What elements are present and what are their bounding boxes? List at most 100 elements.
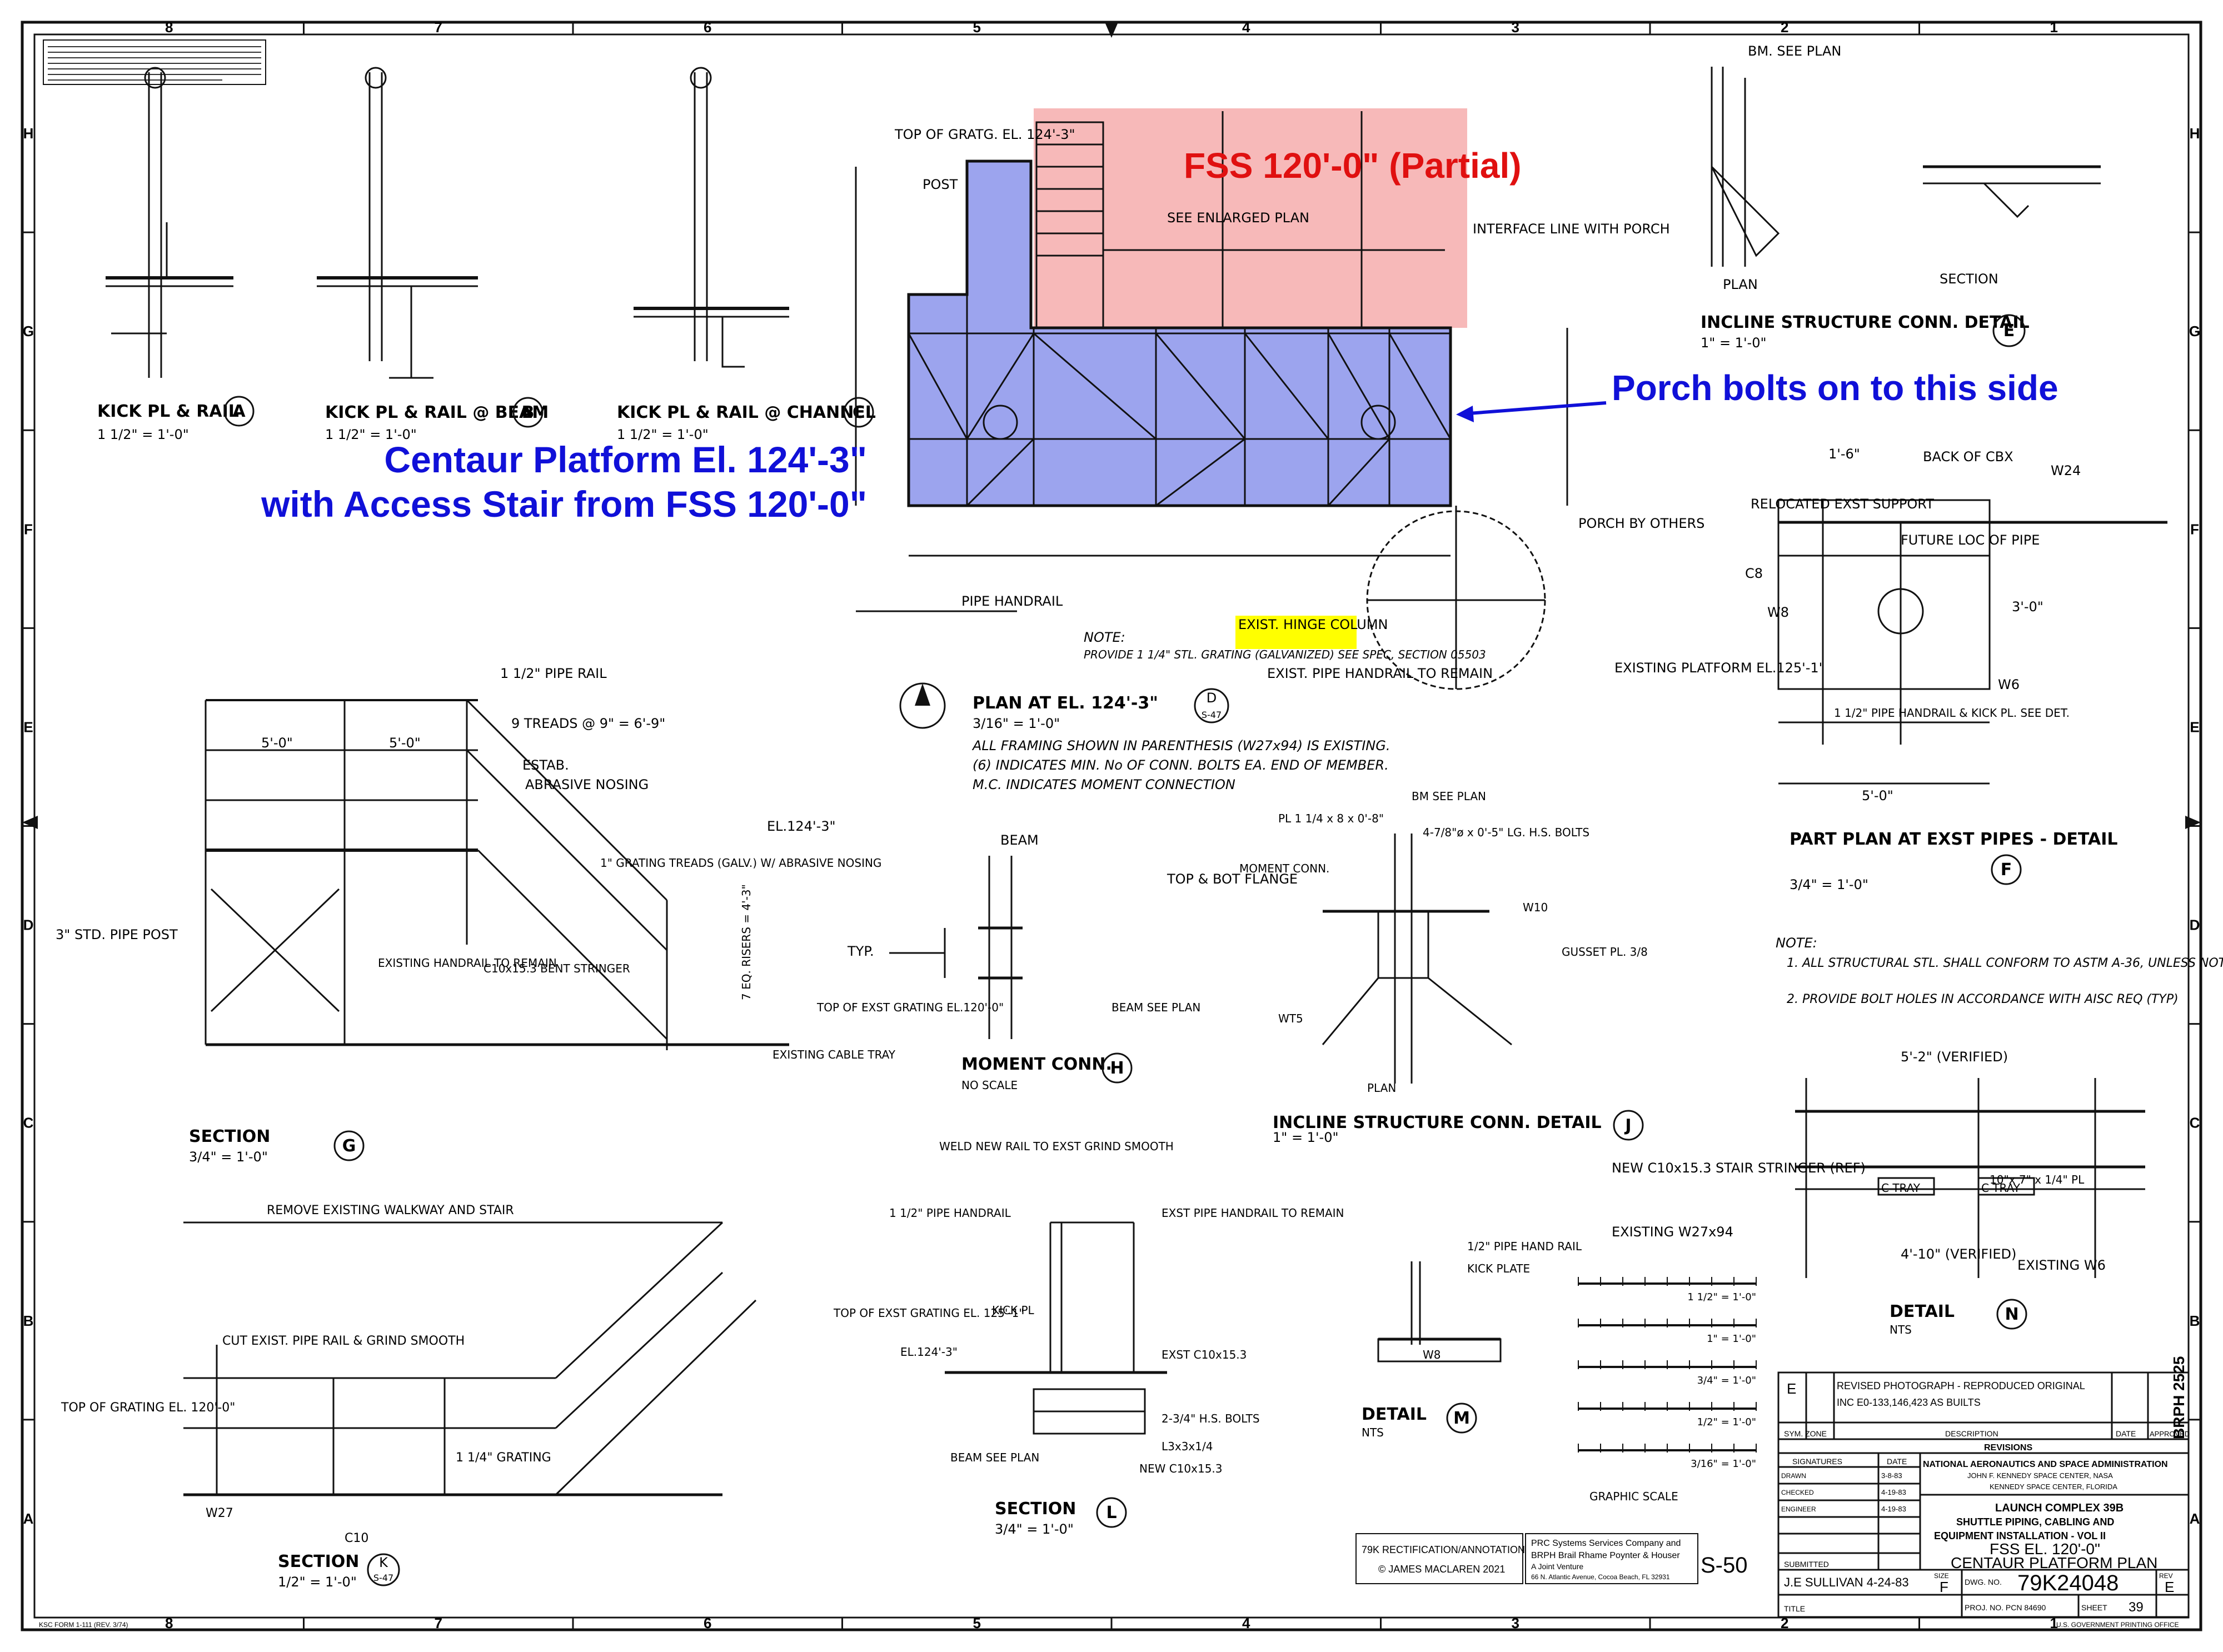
detail-f-bubble [1991,854,2022,885]
grid-col-top: 6 [704,19,711,36]
plan-bubble [1194,688,1229,723]
incline-j-plate: PL 1 1/4 x 8 x 0'-8" [1278,812,1384,825]
pipe-handrail-label: PIPE HANDRAIL [961,593,1063,609]
section-g-stringer: C10x15.3 BENT STRINGER [484,962,630,975]
section-l-exst-handrail: EXST PIPE HANDRAIL TO REMAIN [1162,1206,1344,1220]
post-label: POST [923,177,958,192]
graphic-scale-label: 1/2" = 1'-0" [1697,1416,1756,1428]
section-k-top: TOP OF GRATING EL. 120'-0" [61,1401,235,1415]
detail-f-support: RELOCATED EXST SUPPORT [1751,496,1934,512]
detail-f-back: BACK OF CBX [1923,449,2013,465]
plan-note-body: PROVIDE 1 1/4" STL. GRATING (GALVANIZED)… [1084,648,1486,661]
grid-col-bottom: 5 [973,1615,981,1631]
detail-e-letter: E [2003,321,2015,341]
detail-e-bubble [1992,314,2026,347]
section-k-w27: W27 [206,1506,233,1520]
section-g-bubble [333,1130,365,1161]
detail-a-kick-rail [106,67,233,378]
tb-center: JOHN F. KENNEDY SPACE CENTER, NASA [1967,1471,2113,1480]
detail-n-verified-top: 5'-2" (VERIFIED) [1901,1049,2008,1065]
section-l-beam: BEAM SEE PLAN [950,1451,1039,1464]
top-center-arrow [1105,22,1118,38]
tb-description: DESCRIPTION [1945,1429,1998,1438]
incline-j-moment: MOMENT CONN. [1239,862,1329,875]
detail-m-scale: NTS [1362,1426,1384,1439]
section-l-el: EL.124'-3" [900,1345,958,1359]
section-g-existing-handrail: EXISTING HANDRAIL TO REMAIN [378,956,557,970]
detail-a-scale: 1 1/2" = 1'-0" [97,427,189,442]
tb-project1: LAUNCH COMPLEX 39B [1995,1502,2124,1514]
grid-row-right: E [2190,718,2199,735]
detail-n-verified-bottom: 4'-10" (VERIFIED) [1901,1246,2016,1262]
plan-note-bolts: (6) INDICATES MIN. No OF CONN. BOLTS EA.… [973,757,1389,773]
rectification-box [1355,1533,1523,1584]
grid-col-bottom: 1 [2050,1615,2058,1631]
plan-letter: D [1207,690,1217,706]
incline-j-title: INCLINE STRUCTURE CONN. DETAIL [1273,1113,1602,1132]
detail-a-letter: A [232,402,246,421]
contractor-brph: BRPH Brail Rhame Poynter & Houser [1531,1551,1680,1560]
section-g-nosing: ABRASIVE NOSING [525,777,649,792]
detail-f-w24: W24 [2051,463,2081,478]
moment-letter: H [1110,1059,1124,1078]
section-k-grating: 1 1/4" GRATING [456,1451,551,1465]
plan-framing [855,111,1568,690]
moment-beam: BEAM [1000,832,1039,848]
hinge-highlight [1235,616,1357,649]
section-l-exst: EXST C10x15.3 [1162,1348,1247,1361]
grid-col-bottom: 8 [165,1615,173,1631]
grid-col-top: 8 [165,19,173,36]
contractor-address: 66 N. Atlantic Avenue, Cocoa Beach, FL 3… [1531,1573,1670,1581]
detail-f-future: FUTURE LOC OF PIPE [1901,532,2040,548]
graphic-scale-label: 1" = 1'-0" [1707,1333,1756,1345]
detail-b-kick-rail-beam [317,67,478,379]
grid-col-top: 3 [1512,19,1519,36]
detail-e-scale: 1" = 1'-0" [1701,335,1767,351]
tb-submitted: SUBMITTED [1784,1560,1829,1569]
grid-row-left: H [23,125,34,142]
section-k-remove: REMOVE EXISTING WALKWAY AND STAIR [267,1204,514,1217]
grid-row-left: C [23,1115,34,1131]
detail-m-kick: KICK PLATE [1467,1262,1530,1275]
detail-n-stringer: NEW C10x15.3 STAIR STRINGER (REF) [1612,1160,1866,1176]
section-g-letter: G [342,1136,356,1156]
plan-sheet: S-47 [1202,710,1222,720]
detail-c-title: KICK PL & RAIL @ CHANNEL [617,403,876,422]
tb-sig-role: ENGINEER [1781,1505,1816,1513]
detail-b-bubble [512,397,544,428]
graphic-scale-bar: 3/16" = 1'-0" [1578,1444,1757,1470]
top-grating-label: TOP OF GRATG. EL. 124'-3" [894,127,1075,142]
section-g-cable-tray: EXISTING CABLE TRAY [772,1048,896,1061]
detail-m-title: DETAIL [1362,1405,1427,1424]
detail-n-scale: NTS [1890,1323,1912,1336]
section-l-letter: L [1106,1503,1117,1523]
detail-f-drawing [1777,499,2167,785]
section-l-bolts: 2-3/4" H.S. BOLTS [1162,1412,1260,1425]
tb-rev-label: REV [2159,1572,2173,1580]
graphic-scale-title: GRAPHIC SCALE [1589,1490,1678,1503]
contractor-prc: PRC Systems Services Company and [1531,1539,1681,1548]
general-note-head: NOTE: [1776,935,1817,951]
detail-f-handrail: 1 1/2" PIPE HANDRAIL & KICK PL. SEE DET. [1834,706,2070,720]
tb-sig-date: 3-8-83 [1881,1471,1902,1480]
detail-m-w8: W8 [1423,1348,1441,1361]
tb-dwg-title1: FSS EL. 120'-0" [1990,1540,2100,1558]
grid-col-bottom: 7 [435,1615,442,1631]
tb-sheet: 39 [2129,1600,2144,1615]
grid-col-bottom: 3 [1512,1615,1519,1631]
grid-row-left: B [23,1312,34,1329]
incline-j-gusset: GUSSET PL. 3/8 [1562,945,1648,959]
tb-rev-sym: E [1787,1380,1796,1397]
section-k-cut: CUT EXIST. PIPE RAIL & GRIND SMOOTH [222,1334,465,1348]
detail-a-bubble [223,396,255,427]
graphic-scale-label: 3/16" = 1'-0" [1691,1458,1756,1470]
detail-f-dim-side: 3'-0" [2012,599,2043,615]
section-g-dim-a: 5'-0" [261,735,293,751]
tb-sym-zone: SYM. ZONE [1784,1429,1827,1438]
section-g-treads: 9 TREADS @ 9" = 6'-9" [511,716,665,731]
grid-row-left: A [23,1510,34,1527]
fss-annotation: FSS 120'-0" (Partial) [1184,146,1522,186]
graphic-scale: 1 1/2" = 1'-0"1" = 1'-0"3/4" = 1'-0"1/2"… [1578,1277,1757,1470]
tb-dwg-no-label: DWG. NO. [1965,1578,2002,1586]
detail-n-tray2: C TRAY [1981,1181,2021,1195]
